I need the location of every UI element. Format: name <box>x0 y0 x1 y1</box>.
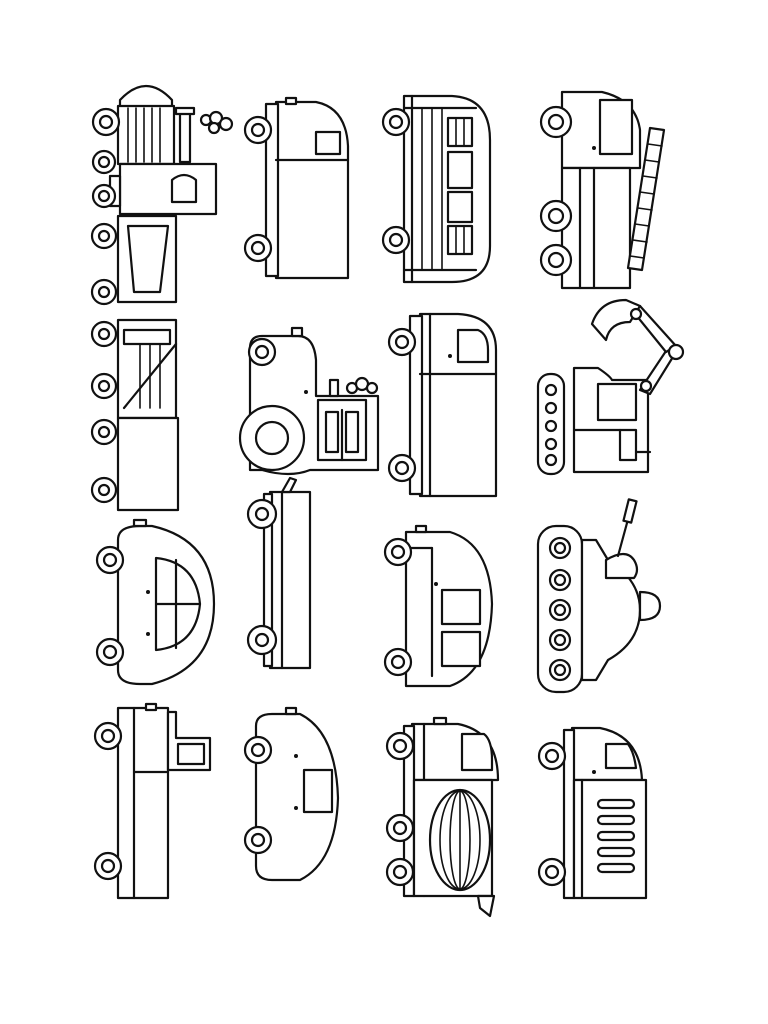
bus-icon <box>381 94 492 284</box>
ladder-truck-icon <box>539 90 666 290</box>
minivan-icon <box>383 524 494 688</box>
train-wheels <box>90 107 121 504</box>
flatbed-truck-icon <box>93 702 212 900</box>
cargo-truck-icon <box>387 312 498 498</box>
round-car-icon <box>95 518 216 686</box>
box-truck-icon <box>243 96 350 280</box>
flatbed-trailer-icon <box>246 476 312 670</box>
tank-icon <box>536 498 662 694</box>
tractor-icon <box>238 326 380 476</box>
excavator-icon <box>536 298 685 476</box>
steam-locomotive-with-cars-icon <box>90 85 234 512</box>
grille-truck-icon <box>537 726 648 900</box>
cement-mixer-icon <box>385 716 500 918</box>
sedan-icon <box>243 706 340 882</box>
